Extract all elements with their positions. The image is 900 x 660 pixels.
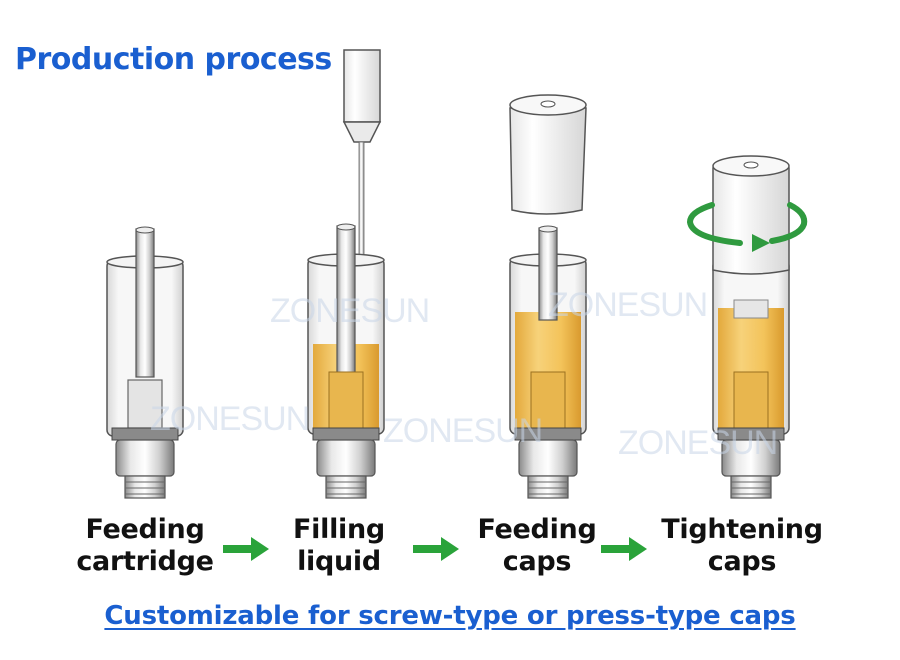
- step-3-line2: caps: [502, 546, 572, 577]
- step-1-label: Feeding cartridge: [45, 514, 245, 578]
- step-1-line2: cartridge: [76, 546, 214, 577]
- step-3-label: Feeding caps: [437, 514, 637, 578]
- watermark-4: ZONESUN: [548, 286, 708, 324]
- step-4-line2: caps: [707, 546, 777, 577]
- step-2-line1: Filling: [293, 514, 385, 545]
- cartridge-2-icon: [307, 223, 385, 499]
- right-arrow-icon: [413, 537, 459, 561]
- watermark-5: ZONESUN: [618, 424, 778, 462]
- rotate-arrow-icon: [686, 202, 808, 252]
- watermark-2: ZONESUN: [150, 400, 310, 438]
- page-title: Production process: [15, 42, 332, 77]
- step-2-line2: liquid: [297, 546, 381, 577]
- cap-icon: [509, 94, 587, 215]
- step-4-line1: Tightening: [661, 514, 823, 545]
- cartridge-1-icon: [106, 226, 184, 499]
- footer-note: Customizable for screw-type or press-typ…: [104, 601, 796, 631]
- right-arrow-icon: [223, 537, 269, 561]
- step-3-line1: Feeding: [477, 514, 597, 545]
- step-1-line1: Feeding: [85, 514, 205, 545]
- step-2-label: Filling liquid: [239, 514, 439, 578]
- step-4-label: Tightening caps: [632, 514, 852, 578]
- watermark-1: ZONESUN: [270, 292, 430, 330]
- cartridge-4-icon: [712, 155, 790, 499]
- cartridge-3-icon: [509, 225, 587, 499]
- right-arrow-icon: [601, 537, 647, 561]
- watermark-3: ZONESUN: [383, 412, 543, 450]
